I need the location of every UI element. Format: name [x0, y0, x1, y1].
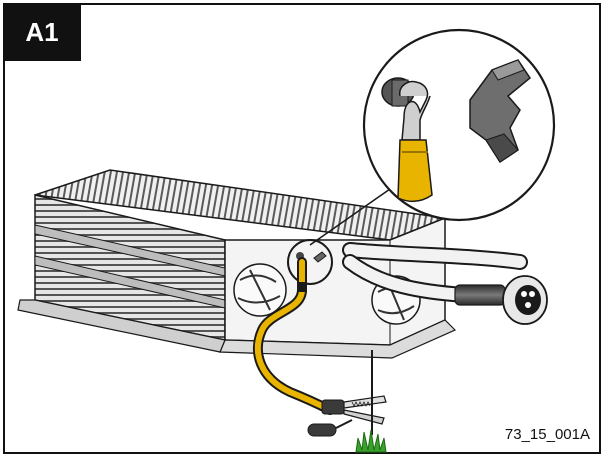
wing-nut-detail: [469, 59, 532, 164]
figure-label: A1: [3, 3, 81, 61]
reference-code: 73_15_001A: [504, 426, 590, 443]
earth-ground: [355, 350, 387, 453]
output-cable: [342, 242, 528, 306]
alligator-clip: [307, 395, 387, 437]
ring-terminal-detail: [381, 77, 433, 203]
fan-grille-left: [233, 263, 287, 317]
charger-housing: [17, 169, 457, 359]
ground-cable: [252, 257, 335, 415]
output-connector: [502, 275, 548, 325]
